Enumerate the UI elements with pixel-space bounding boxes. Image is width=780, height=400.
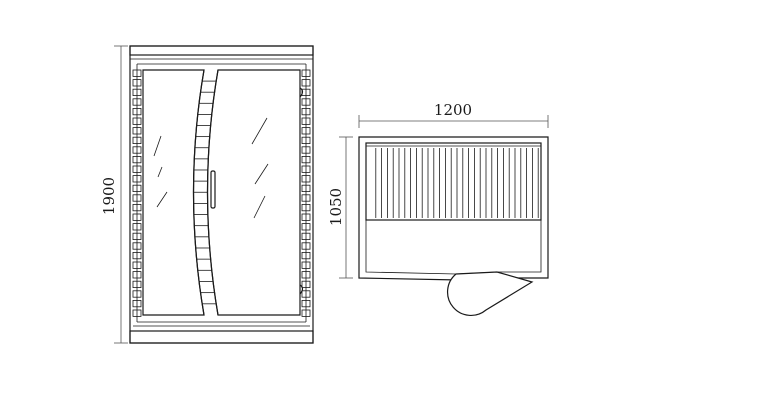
top-view: 1200 1050 — [327, 101, 549, 317]
height-label: 1900 — [100, 177, 118, 215]
side-slat — [301, 136, 311, 144]
side-slat — [132, 146, 142, 154]
side-slat — [132, 155, 142, 164]
side-slat — [301, 309, 311, 317]
bottom-hinge-icon — [299, 284, 304, 295]
bench — [365, 142, 542, 221]
bottom-plinth — [129, 330, 314, 344]
depth-dimension: 1050 — [327, 136, 353, 279]
side-slat — [132, 136, 142, 144]
glass-door — [206, 69, 301, 316]
side-slat — [301, 194, 311, 202]
side-slat — [132, 203, 142, 212]
side-slat — [132, 98, 142, 106]
side-slat — [301, 69, 311, 77]
side-slat — [301, 242, 311, 250]
side-slat — [301, 184, 311, 192]
side-slat — [132, 280, 142, 289]
side-slat — [301, 117, 311, 125]
side-slat — [301, 290, 311, 298]
side-slat — [301, 146, 311, 154]
side-slat — [301, 280, 311, 289]
side-slat — [301, 271, 311, 279]
side-slat — [301, 165, 311, 173]
side-slat — [132, 251, 142, 260]
left-side-slats — [132, 69, 142, 317]
bench-slats — [375, 148, 539, 218]
height-dimension: 1900 — [100, 45, 128, 344]
width-label: 1200 — [434, 101, 472, 119]
glass-reflection-marks — [153, 117, 269, 219]
side-slat — [132, 165, 142, 173]
side-slat — [132, 184, 142, 192]
side-slat — [132, 242, 142, 250]
width-dimension: 1200 — [358, 101, 549, 128]
side-slat — [132, 299, 142, 308]
side-slat — [301, 155, 311, 164]
side-slat — [301, 299, 311, 308]
top-hinge-icon — [299, 87, 304, 98]
side-slat — [132, 309, 142, 317]
side-slat — [132, 175, 142, 183]
side-slat — [301, 203, 311, 212]
depth-label: 1050 — [327, 188, 345, 226]
side-slat — [301, 98, 311, 106]
top-cornice — [129, 45, 314, 56]
side-slat — [301, 108, 311, 116]
side-slat — [132, 69, 142, 77]
side-slat — [132, 290, 142, 298]
side-slat — [132, 232, 142, 240]
side-slat — [132, 79, 142, 87]
front-view: 1900 — [100, 45, 314, 344]
side-slat — [132, 223, 142, 231]
cabinet-outer-frame — [129, 45, 314, 344]
side-slat — [301, 232, 311, 240]
door-handle — [210, 170, 216, 209]
side-slat — [301, 223, 311, 231]
door-swing — [446, 271, 534, 317]
right-side-slats — [301, 69, 311, 317]
side-slat — [132, 213, 142, 221]
side-slat — [132, 271, 142, 279]
side-slat — [301, 79, 311, 87]
side-slat — [301, 127, 311, 135]
side-slat — [132, 194, 142, 202]
curved-center-frame — [192, 69, 219, 316]
side-slat — [301, 251, 311, 260]
side-slat — [132, 127, 142, 135]
side-slat — [132, 88, 142, 96]
side-slat — [132, 261, 142, 269]
side-slat — [132, 108, 142, 116]
side-slat — [301, 213, 311, 221]
side-slat — [301, 261, 311, 269]
side-slat — [301, 175, 311, 183]
side-slat — [132, 117, 142, 125]
